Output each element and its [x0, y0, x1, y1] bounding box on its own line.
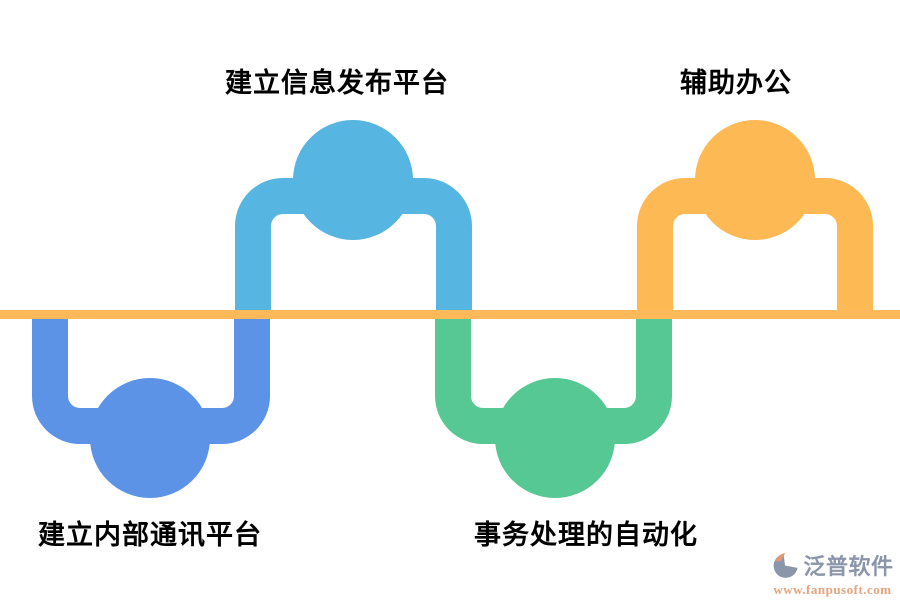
brand-name: 泛普软件: [803, 554, 894, 579]
brand-watermark: 泛普软件 www.fanpusoft.com: [765, 549, 900, 598]
node-circle: [495, 378, 615, 498]
node-circle: [90, 378, 210, 498]
step-label-transaction-auto: 事务处理的自动化: [474, 520, 698, 550]
brand-url: www.fanpusoft.com: [773, 582, 892, 597]
fanpu-logo-icon: [774, 552, 799, 578]
loop-shape: [435, 314, 672, 444]
step-label-assist-office: 辅助办公: [680, 68, 792, 98]
loop-shape: [637, 178, 873, 314]
loop-shape: [32, 314, 270, 444]
loop-shape: [235, 178, 472, 314]
node-circle: [293, 120, 413, 240]
timeline-axis: [0, 310, 900, 319]
step-label-internal-comm: 建立内部通讯平台: [38, 520, 262, 550]
step-label-info-publish: 建立信息发布平台: [225, 68, 449, 98]
node-circle: [695, 120, 815, 240]
